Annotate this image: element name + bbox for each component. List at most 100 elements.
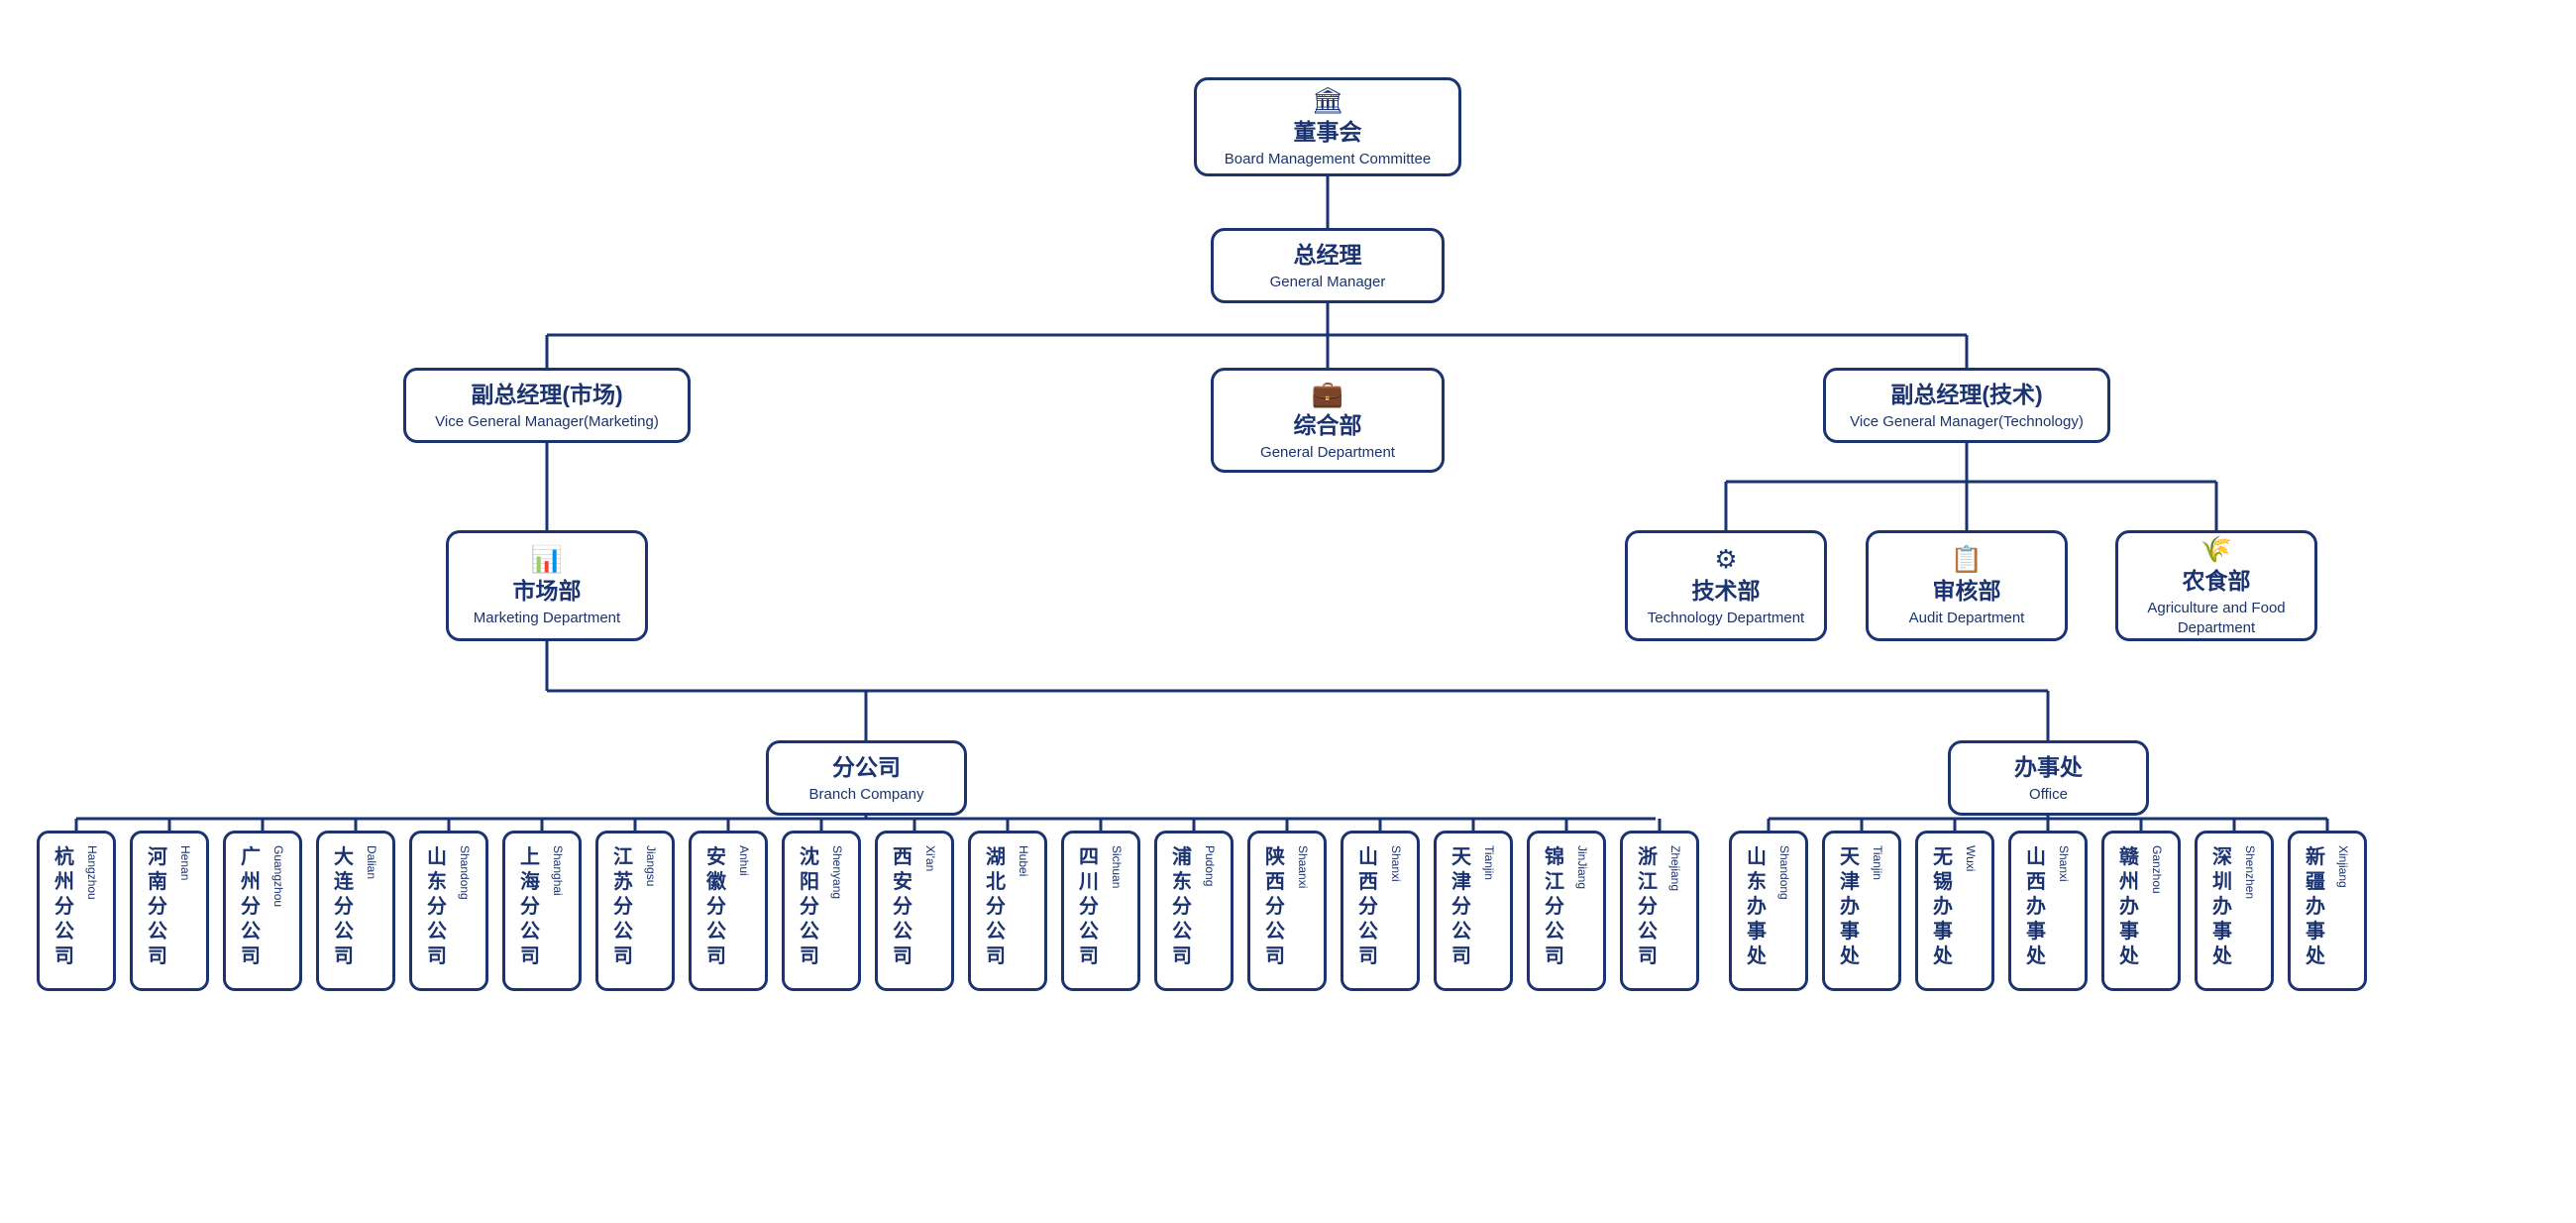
branch-item-name: 西安分公司 <box>893 846 912 967</box>
office-item-name: 山东办事处 <box>1747 846 1767 967</box>
clipboard-icon: 📋 <box>1950 543 1984 574</box>
office-item-box: 赣州办事处 Ganzhou <box>2101 831 2181 991</box>
branch-item-name-english: Sichuan <box>1110 845 1124 889</box>
branch-item-name: 河南分公司 <box>148 846 167 967</box>
general-department-subtitle: General Department <box>1260 443 1395 461</box>
audit-department-title: 审核部 <box>1932 577 2001 604</box>
general-department-node: 💼 综合部 General Department <box>1211 368 1445 473</box>
branch-item-name-english: Dalian <box>365 845 378 880</box>
office-item-name-english: Shandong <box>1777 845 1791 900</box>
branch-item-box: 广州分公司 Guangzhou <box>223 831 302 991</box>
branch-item-name-english: Guangzhou <box>271 845 285 908</box>
branch-item-name: 四川分公司 <box>1079 846 1099 967</box>
branch-item-box: 河南分公司 Henan <box>130 831 209 991</box>
branch-item-name-english: Hangzhou <box>85 845 99 900</box>
branch-item-name-english: Shandong <box>458 845 472 900</box>
vgm-technology-subtitle: Vice General Manager(Technology) <box>1850 412 2084 430</box>
branch-item-name-english: Jiangsu <box>644 845 658 887</box>
branch-item-box: 浦东分公司 Pudong <box>1154 831 1234 991</box>
marketing-department-subtitle: Marketing Department <box>473 609 621 626</box>
branch-item-name-english: Hubei <box>1017 845 1030 877</box>
branch-item-name-english: Shanghai <box>551 845 565 896</box>
office-item-name-english: Shenzhen <box>2243 845 2257 900</box>
branch-item-name: 沈阳分公司 <box>800 846 819 967</box>
branch-item-name: 安徽分公司 <box>706 846 726 967</box>
branch-item-name: 浦东分公司 <box>1172 846 1192 967</box>
office-item-name: 无锡办事处 <box>1933 846 1953 967</box>
office-item-box: 天津办事处 Tianjin <box>1822 831 1901 991</box>
branch-item-name: 山西分公司 <box>1358 846 1378 967</box>
office-item-name-english: Xinjiang <box>2336 845 2350 888</box>
bar-chart-icon: 📊 <box>530 543 564 574</box>
branch-item-name: 上海分公司 <box>520 846 540 967</box>
branch-item-name: 江苏分公司 <box>613 846 633 967</box>
branch-item-name: 天津分公司 <box>1451 846 1471 967</box>
branch-item-name: 湖北分公司 <box>986 846 1006 967</box>
branch-item-name-english: Pudong <box>1203 845 1217 887</box>
vgm-technology-title: 副总经理(技术) <box>1890 381 2043 407</box>
branch-item-name-english: Shanxi <box>1389 845 1403 882</box>
branch-item-box: 上海分公司 Shanghai <box>502 831 582 991</box>
branch-item-box: 四川分公司 Sichuan <box>1061 831 1140 991</box>
board-subtitle: Board Management Committee <box>1224 150 1432 167</box>
building-icon: 🏛 <box>1311 84 1344 115</box>
branch-item-name: 广州分公司 <box>241 846 261 967</box>
board-title: 董事会 <box>1293 118 1362 145</box>
branch-item-name: 山东分公司 <box>427 846 447 967</box>
branch-item-name-english: Shenyang <box>830 845 844 900</box>
branch-company-title: 分公司 <box>832 753 901 780</box>
office-item-name: 深圳办事处 <box>2212 846 2232 967</box>
branch-company-subtitle: Branch Company <box>808 785 924 803</box>
vgm-marketing-node: 副总经理(市场) Vice General Manager(Marketing) <box>403 368 691 443</box>
branch-item-box: 山西分公司 Shanxi <box>1341 831 1420 991</box>
marketing-department-node: 📊 市场部 Marketing Department <box>446 530 648 641</box>
branch-item-name-english: Zhejiang <box>1668 845 1682 892</box>
branch-item-box: 安徽分公司 Anhui <box>689 831 768 991</box>
briefcase-icon: 💼 <box>1311 378 1344 408</box>
office-item-box: 深圳办事处 Shenzhen <box>2195 831 2274 991</box>
vgm-marketing-subtitle: Vice General Manager(Marketing) <box>435 412 659 430</box>
branch-item-name-english: Shaanxi <box>1296 845 1310 889</box>
general-department-title: 综合部 <box>1293 411 1362 438</box>
agriculture-food-department-subtitle: Agriculture and Food Department <box>2147 599 2286 636</box>
branch-item-box: 山东分公司 Shandong <box>409 831 488 991</box>
office-item-box: 山东办事处 Shandong <box>1729 831 1808 991</box>
office-item-name: 赣州办事处 <box>2119 846 2139 967</box>
branch-item-name-english: Henan <box>178 845 192 881</box>
branch-item-name-english: JinJiang <box>1575 845 1589 890</box>
branch-item-name: 锦江分公司 <box>1545 846 1564 967</box>
wheat-icon: 🌾 <box>2200 533 2233 564</box>
general-manager-subtitle: General Manager <box>1269 273 1386 290</box>
branch-company-node: 分公司 Branch Company <box>766 740 967 816</box>
agriculture-food-department-title: 农食部 <box>2182 567 2251 594</box>
board-node: 🏛 董事会 Board Management Committee <box>1194 77 1461 176</box>
vgm-marketing-title: 副总经理(市场) <box>471 381 623 407</box>
branch-item-box: 锦江分公司 JinJiang <box>1527 831 1606 991</box>
office-item-name: 天津办事处 <box>1840 846 1860 967</box>
office-subtitle: Office <box>2029 785 2068 803</box>
branch-item-box: 杭州分公司 Hangzhou <box>37 831 116 991</box>
office-item-name-english: Tianjin <box>1871 845 1884 880</box>
branch-item-box: 湖北分公司 Hubei <box>968 831 1047 991</box>
office-item-name-english: Shanxi <box>2057 845 2071 882</box>
branch-item-name: 大连分公司 <box>334 846 354 967</box>
office-item-name-english: Ganzhou <box>2150 845 2164 894</box>
vgm-technology-node: 副总经理(技术) Vice General Manager(Technology… <box>1823 368 2110 443</box>
branch-item-box: 大连分公司 Dalian <box>316 831 395 991</box>
branch-item-name-english: Tianjin <box>1482 845 1496 880</box>
technology-department-title: 技术部 <box>1691 577 1761 604</box>
technology-department-subtitle: Technology Department <box>1647 609 1805 626</box>
branch-item-name: 杭州分公司 <box>54 846 74 967</box>
marketing-department-title: 市场部 <box>512 577 582 604</box>
general-manager-title: 总经理 <box>1293 241 1362 268</box>
branch-item-box: 沈阳分公司 Shenyang <box>782 831 861 991</box>
branch-item-box: 天津分公司 Tianjin <box>1434 831 1513 991</box>
branch-item-name-english: Anhui <box>737 845 751 876</box>
branch-item-name: 浙江分公司 <box>1638 846 1658 967</box>
